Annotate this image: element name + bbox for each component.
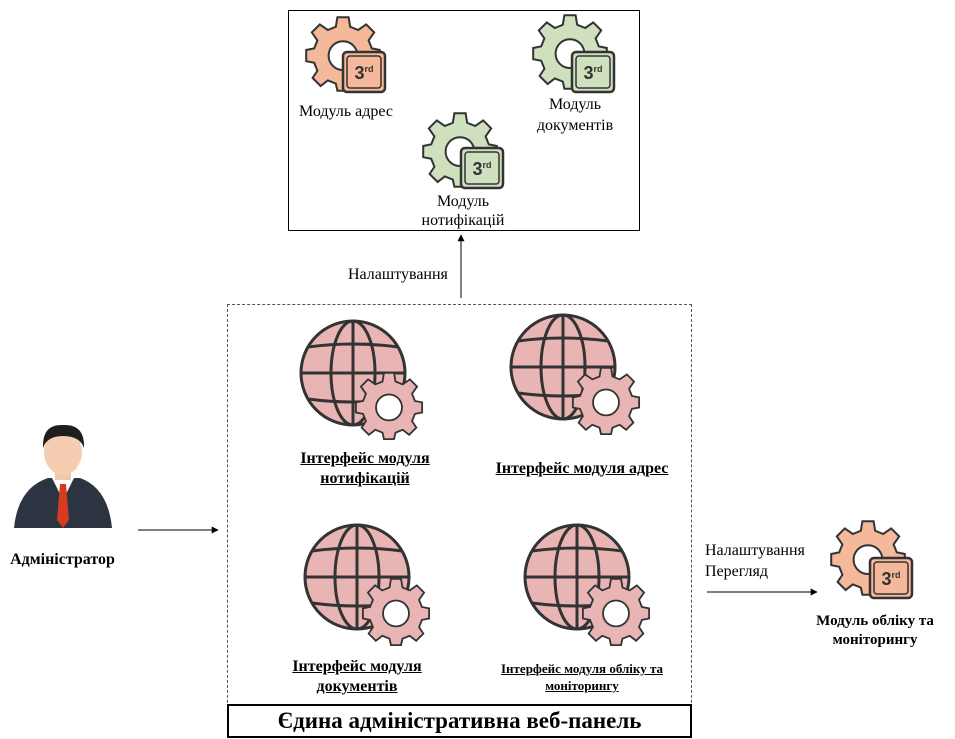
interface-monitoring-label-line2: моніторингу <box>545 678 619 693</box>
module-notifications-label-line2: нотифікацій <box>421 212 505 229</box>
interface-monitoring-globe-icon <box>523 523 651 647</box>
module-notifications-icon: 3rd <box>422 112 505 190</box>
interface-notifications-label-line1: Інтерфейс модуля <box>300 450 430 467</box>
interface-address-globe-icon <box>509 313 641 436</box>
administrator-label: Адміністратор <box>10 551 115 568</box>
module-documents-icon: 3rd <box>532 14 616 94</box>
edge-label-settings-right: Налаштування <box>705 542 805 559</box>
interface-address-label: Інтерфейс модуля адрес <box>495 460 669 477</box>
module-notifications-label-line1: Модуль <box>436 193 490 210</box>
module-address-label: Модуль адрес <box>299 103 393 120</box>
interface-documents-label-line2: документів <box>316 678 398 695</box>
interface-notifications-label-line2: нотифікацій <box>320 470 410 487</box>
module-documents-label-line1: Модуль <box>548 96 602 113</box>
admin-panel-title: Єдина адміністративна веб-панель <box>227 704 692 738</box>
module-monitoring-label-line1: Модуль обліку та <box>816 613 934 629</box>
module-monitoring-icon: 3rd <box>830 520 914 600</box>
interface-documents-label-line1: Інтерфейс модуля <box>292 658 422 675</box>
module-monitoring-label-line2: моніторингу <box>832 632 918 648</box>
edge-label-view-right: Перегляд <box>705 563 768 580</box>
interface-documents-globe-icon <box>303 523 431 647</box>
module-address-icon: 3rd <box>305 16 387 94</box>
administrator-avatar-icon <box>14 424 112 528</box>
module-documents-label-line2: документів <box>536 117 614 134</box>
interface-monitoring-label-line1: Інтерфейс модуля обліку та <box>500 661 664 676</box>
third-party-modules-box <box>288 10 640 231</box>
interface-notifications-globe-icon <box>299 319 424 441</box>
edge-label-settings-up: Налаштування <box>348 266 448 283</box>
